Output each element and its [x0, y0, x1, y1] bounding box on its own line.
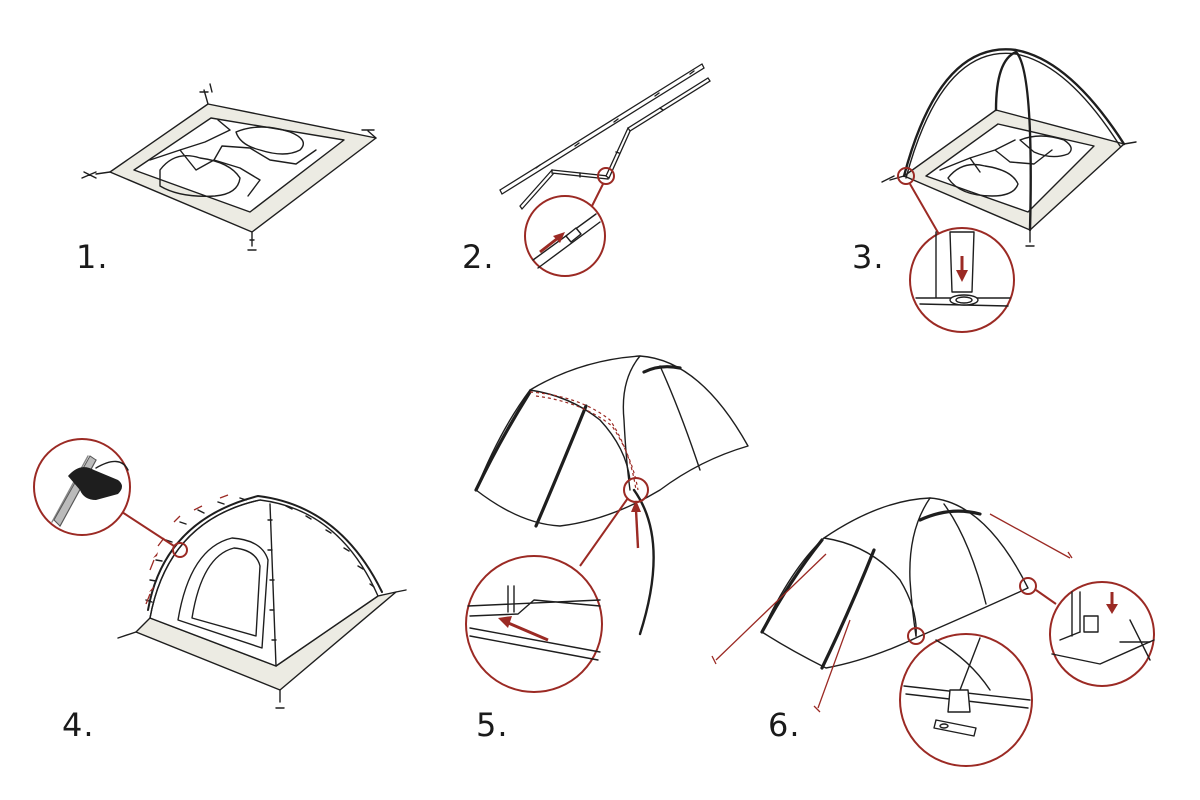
step-1-label: 1.	[76, 238, 109, 276]
corner-stake-loops	[81, 83, 377, 251]
step-2-label: 2.	[462, 238, 495, 276]
detail-marker	[172, 542, 188, 558]
pitched-tent	[760, 497, 1029, 670]
detail-leader	[1035, 589, 1057, 605]
stake-buckle-detail	[899, 633, 1033, 767]
guylines	[711, 513, 1073, 713]
tent-floor	[109, 103, 377, 233]
detail-marker	[597, 167, 615, 185]
detail-marker	[1019, 577, 1037, 595]
pole-joint-detail	[524, 195, 606, 277]
clip-arrows	[145, 494, 229, 605]
detail-leader	[579, 497, 629, 567]
clip-detail	[33, 438, 131, 536]
crossed-poles	[902, 48, 1126, 232]
detail-marker	[907, 627, 925, 645]
rain-fly	[474, 355, 749, 528]
push-arrow	[634, 509, 640, 549]
step-5-label: 5.	[476, 706, 509, 744]
step-3-label: 3.	[852, 238, 885, 276]
grommet-detail	[909, 227, 1015, 333]
tent-body	[135, 499, 397, 691]
corner-stake-loops	[117, 589, 407, 709]
detail-leader	[121, 511, 175, 547]
tent-poles	[499, 63, 711, 211]
sleeve-detail	[465, 555, 603, 693]
step-6-label: 6.	[768, 706, 801, 744]
body-clips	[145, 494, 383, 641]
step-4-label: 4.	[62, 706, 95, 744]
corner-buckle-detail	[1049, 581, 1155, 687]
corner-stake-loops	[881, 141, 1137, 247]
detail-marker	[623, 477, 649, 503]
tent-floor	[903, 109, 1125, 231]
detail-leader	[591, 183, 604, 207]
fly-pole	[632, 488, 655, 636]
detail-leader	[909, 183, 941, 237]
detail-marker	[897, 167, 915, 185]
